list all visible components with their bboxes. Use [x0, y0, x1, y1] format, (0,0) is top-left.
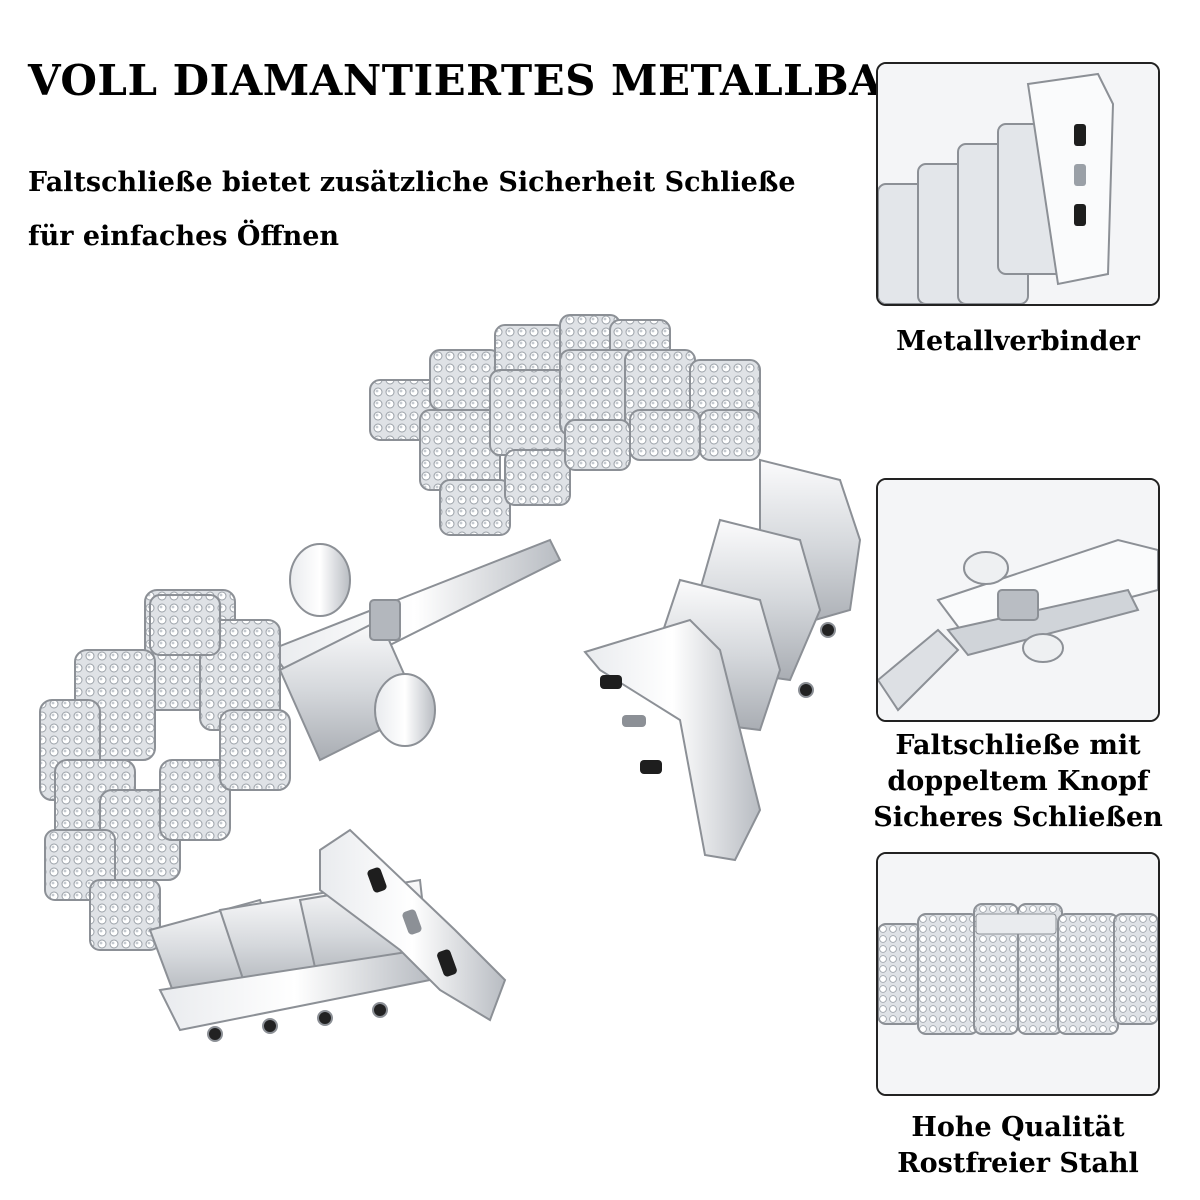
feature-caption-quality: Hohe Qualität Rostfreier Stahl — [862, 1110, 1174, 1182]
diamond-links-left — [39, 589, 291, 951]
diamond-links-upper — [369, 314, 761, 536]
feature-caption-line: Metallverbinder — [896, 326, 1140, 357]
feature-caption-line: Rostfreier Stahl — [897, 1148, 1139, 1179]
connector-lower — [319, 828, 507, 1022]
connector-upper — [583, 618, 762, 862]
feature-caption-line: Hohe Qualität — [911, 1112, 1125, 1143]
subheadline-line-1: Faltschließe bietet zusätzliche Sicherhe… — [28, 167, 796, 198]
feature-caption-connector: Metallverbinder — [862, 324, 1174, 360]
subheadline-line-2: für einfaches Öffnen — [28, 221, 340, 252]
feature-caption-line: Sicheres Schließen — [873, 802, 1163, 833]
watch-band-product-image — [39, 314, 862, 1042]
feature-image-clasp — [876, 478, 1160, 722]
feature-image-connector — [876, 62, 1160, 306]
headline: VOLL DIAMANTIERTES METALLBAND — [28, 56, 959, 105]
feature-image-quality — [876, 852, 1160, 1096]
butterfly-clasp — [268, 538, 562, 762]
feature-caption-clasp: Faltschließe mit doppeltem Knopf Sichere… — [862, 728, 1174, 836]
subheadline: Faltschließe bietet zusätzliche Sicherhe… — [28, 156, 828, 264]
steel-links-lower — [148, 878, 432, 1042]
feature-caption-line: doppeltem Knopf — [887, 766, 1149, 797]
feature-caption-line: Faltschließe mit — [895, 730, 1141, 761]
